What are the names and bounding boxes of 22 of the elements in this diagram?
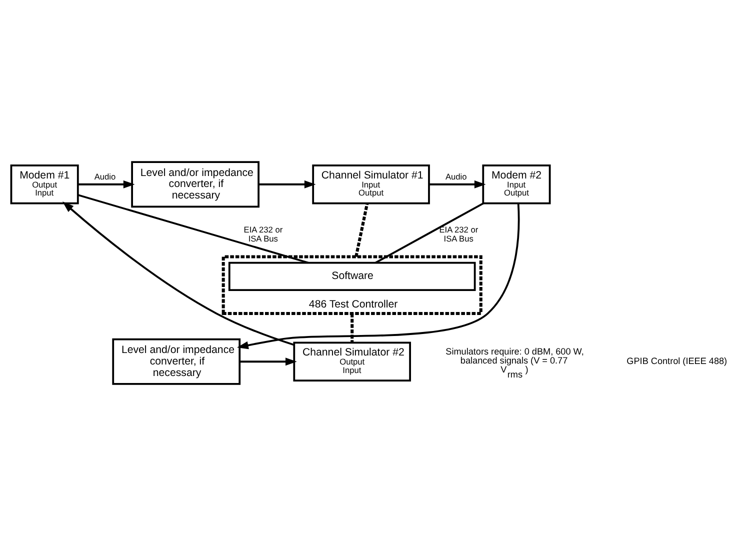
node-box: Modem #2 Input Output	[482, 164, 551, 204]
connector	[354, 203, 369, 258]
arrow	[78, 180, 135, 188]
node-box: Software	[228, 262, 476, 291]
edge-label: EIA 232 or ISA Bus	[244, 224, 283, 244]
connector	[375, 202, 484, 264]
node-box: Channel Simulator #2 Output Input	[293, 342, 411, 382]
arrow	[62, 201, 294, 346]
label: GPIB Control (IEEE 488)	[626, 356, 728, 366]
edge-label: EIA 232 or ISA Bus	[439, 224, 478, 244]
node-box: Level and/or impedance converter, if necessary	[112, 338, 241, 385]
arrow	[240, 358, 297, 366]
edge-label: Audio	[445, 172, 467, 182]
arrow	[429, 180, 486, 188]
arrow	[258, 180, 316, 188]
connector	[350, 314, 354, 343]
arrow	[236, 203, 520, 350]
node-box: Level and/or impedance converter, if necessary	[131, 161, 260, 208]
node-box: Channel Simulator #1 Input Output	[312, 164, 430, 204]
connector	[78, 194, 309, 264]
node-box: Modem #1 Output Input	[10, 164, 79, 204]
edge-label: Audio	[94, 172, 116, 182]
